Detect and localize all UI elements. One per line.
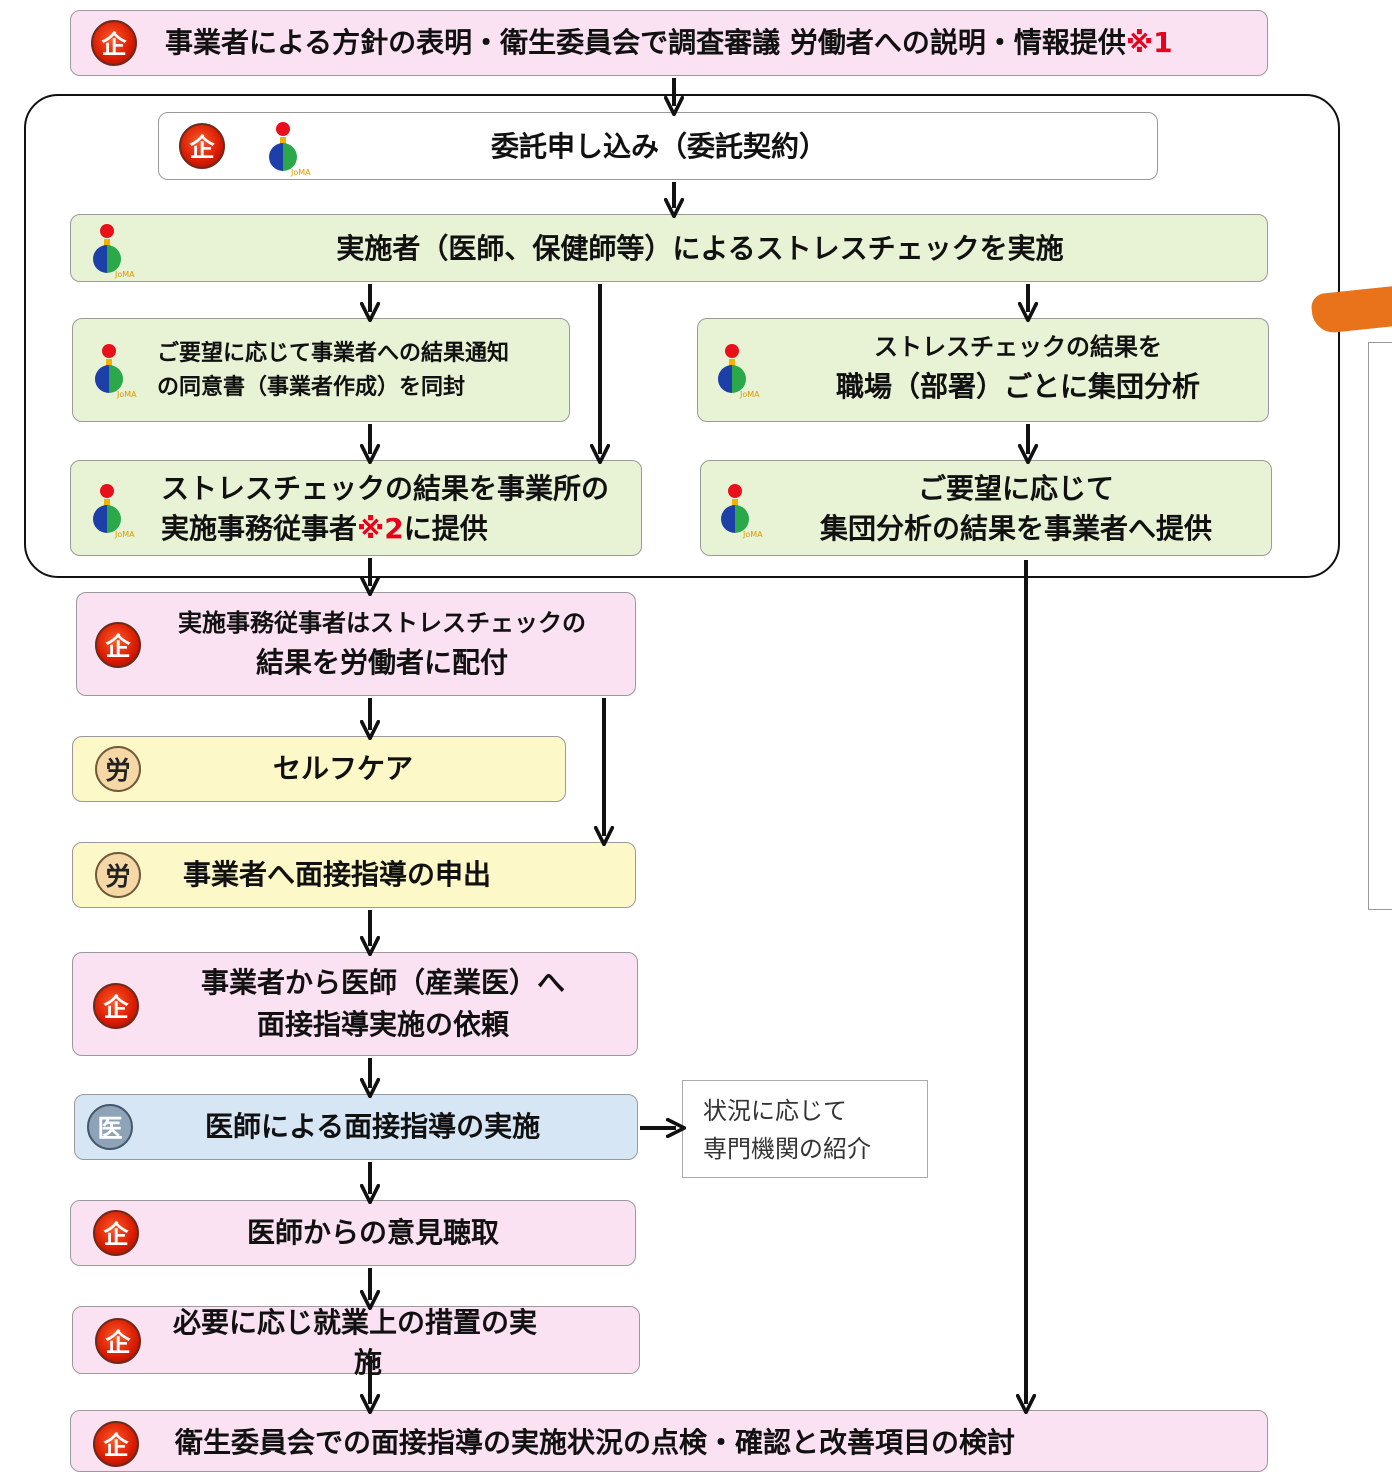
- step-measures-line1: 必要に応じ就業上の措置の実: [173, 1306, 538, 1339]
- step-contract: 企 JoMA 委託申し込み（委託契約）: [158, 112, 1158, 180]
- kigyo-badge: 企: [93, 983, 139, 1029]
- svg-text:JoMA: JoMA: [116, 390, 137, 399]
- svg-text:JoMA: JoMA: [114, 270, 135, 279]
- roudou-badge: 労: [95, 852, 141, 898]
- step-provide-staff-line2: 実施事務従事者※2に提供: [161, 511, 488, 547]
- step-policy-label: 事業者による方針の表明・衛生委員会で調査審議 労働者への説明・情報提供※1: [165, 25, 1173, 61]
- svg-text:JoMA: JoMA: [290, 168, 311, 177]
- step-measures: 企 必要に応じ就業上の措置の実 施: [72, 1306, 640, 1379]
- svg-text:JoMA: JoMA: [742, 530, 763, 539]
- step-policy-text: 事業者による方針の表明・衛生委員会で調査審議 労働者への説明・情報提供: [165, 26, 1126, 59]
- step-interview: 医 医師による面接指導の実施: [74, 1094, 638, 1160]
- roudou-badge: 労: [95, 746, 141, 792]
- kigyo-badge: 企: [93, 1210, 139, 1256]
- step-provide-staff: JoMA ストレスチェックの結果を事業所の 実施事務従事者※2に提供: [70, 460, 642, 556]
- step-policy: 企 事業者による方針の表明・衛生委員会で調査審議 労働者への説明・情報提供※1: [70, 10, 1268, 76]
- step-provide-group: JoMA ご要望に応じて 集団分析の結果を事業者へ提供: [700, 460, 1272, 556]
- kigyo-badge: 企: [91, 20, 137, 66]
- joma-logo-icon: JoMA: [718, 344, 760, 399]
- step-group-analysis-line1: ストレスチェックの結果を: [874, 333, 1162, 361]
- step-contract-text: 委託申し込み（委託契約）: [490, 130, 827, 163]
- step-ask-doctor-line1: 事業者から医師（産業医）へ: [200, 966, 565, 999]
- step-opinion: 企 医師からの意見聴取: [70, 1200, 636, 1266]
- step-implement: JoMA 実施者（医師、保健師等）によるストレスチェックを実施: [70, 214, 1268, 282]
- svg-text:JoMA: JoMA: [739, 390, 760, 399]
- step-request-text: 事業者へ面接指導の申出: [183, 858, 492, 891]
- referral-line2: 専門機関の紹介: [703, 1135, 871, 1163]
- kigyo-badge: 企: [95, 622, 141, 668]
- kigyo-badge: 企: [95, 1318, 141, 1364]
- consignment-scope-frame: [24, 94, 1340, 578]
- step-implement-text: 実施者（医師、保健師等）によるストレスチェックを実施: [336, 232, 1064, 265]
- step-consent-line2: の同意書（事業者作成）を同封: [157, 375, 466, 400]
- joma-logo-icon: JoMA: [93, 484, 135, 539]
- note-2: ※2: [357, 512, 404, 545]
- step-distribute-line2: 結果を労働者に配付: [255, 646, 508, 679]
- step-selfcare: 労 セルフケア: [72, 736, 566, 802]
- step-distribute: 企 実施事務従事者はストレスチェックの 結果を労働者に配付: [76, 592, 636, 696]
- note-1: ※1: [1125, 26, 1173, 59]
- provide-text: に提供: [403, 512, 488, 545]
- step-measures-line2: 施: [353, 1346, 382, 1379]
- svg-text:JoMA: JoMA: [114, 530, 135, 539]
- staff-text: 実施事務従事者: [161, 512, 358, 545]
- joma-logo-icon: JoMA: [269, 122, 311, 177]
- step-consent-line1: ご要望に応じて事業者への結果通知: [157, 341, 510, 366]
- step-interview-text: 医師による面接指導の実施: [205, 1110, 541, 1143]
- step-group-analysis-line2: 職場（部署）ごとに集団分析: [835, 370, 1200, 403]
- ishi-badge: 医: [87, 1104, 133, 1150]
- kigyo-badge: 企: [93, 1421, 139, 1467]
- step-provide-group-line1: ご要望に応じて: [917, 472, 1114, 505]
- step-opinion-text: 医師からの意見聴取: [247, 1216, 500, 1249]
- step-ask-doctor-line2: 面接指導実施の依頼: [256, 1008, 509, 1041]
- joma-logo-icon: JoMA: [721, 484, 763, 539]
- step-provide-staff-line1: ストレスチェックの結果を事業所の: [161, 472, 610, 505]
- step-review: 企 衛生委員会での面接指導の実施状況の点検・確認と改善項目の検討: [70, 1410, 1268, 1472]
- side-panel-fragment: [1368, 342, 1392, 910]
- kigyo-badge: 企: [179, 123, 225, 169]
- joma-logo-icon: JoMA: [93, 224, 135, 279]
- step-provide-group-line2: 集団分析の結果を事業者へ提供: [819, 512, 1212, 545]
- step-review-text: 衛生委員会での面接指導の実施状況の点検・確認と改善項目の検討: [175, 1426, 1016, 1459]
- step-distribute-line1: 実施事務従事者はストレスチェックの: [178, 609, 586, 637]
- step-selfcare-text: セルフケア: [273, 752, 414, 785]
- step-request: 労 事業者へ面接指導の申出: [72, 842, 636, 908]
- step-consent: JoMA ご要望に応じて事業者への結果通知 の同意書（事業者作成）を同封: [72, 318, 570, 422]
- referral-note: 状況に応じて 専門機関の紹介: [682, 1080, 928, 1178]
- step-ask-doctor: 企 事業者から医師（産業医）へ 面接指導実施の依頼: [72, 952, 638, 1056]
- step-group-analysis: JoMA ストレスチェックの結果を 職場（部署）ごとに集団分析: [697, 318, 1269, 422]
- referral-line1: 状況に応じて: [703, 1097, 847, 1125]
- joma-logo-icon: JoMA: [95, 344, 137, 399]
